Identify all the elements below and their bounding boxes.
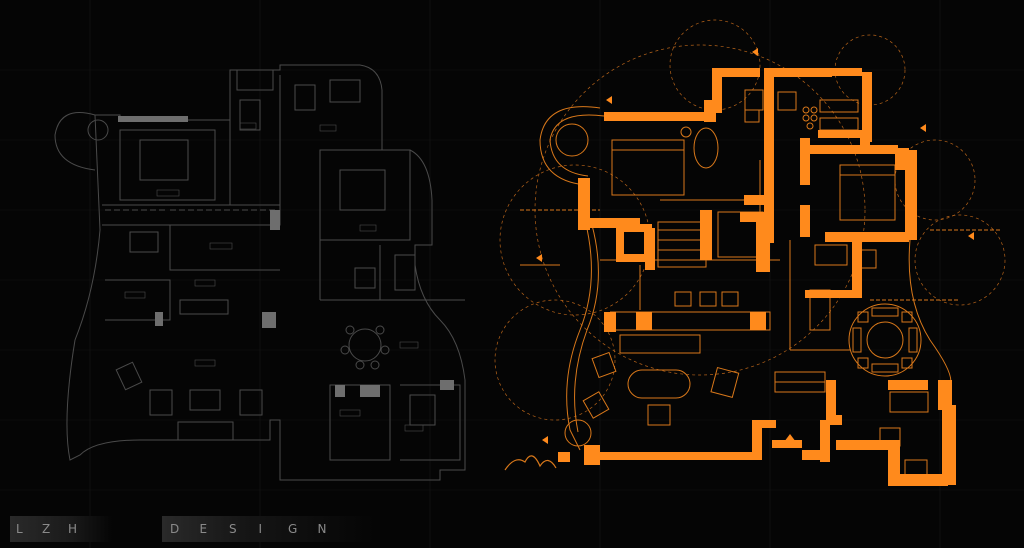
brand-letter: G xyxy=(288,522,298,536)
brand-letter: D xyxy=(170,522,180,536)
triangle-up-icon xyxy=(784,434,796,442)
orange-interior-lines xyxy=(520,89,1000,479)
orange-markers xyxy=(536,48,974,444)
grey-room-tags xyxy=(124,122,424,432)
brand-letter: H xyxy=(68,522,78,536)
grey-outer-wall xyxy=(66,64,466,481)
brand-letter: N xyxy=(317,522,327,536)
brand-wordmark-left: L Z H xyxy=(10,516,112,542)
entry-marker-base xyxy=(784,444,796,447)
brand-wordmark-right: D E S I G N xyxy=(162,516,374,542)
brand-letter: S xyxy=(229,522,237,536)
brand-letter: I xyxy=(258,522,263,536)
brand-letter: E xyxy=(199,522,208,536)
grey-floor-plan xyxy=(54,64,466,481)
orange-scribble xyxy=(504,455,557,471)
brand-letter: L xyxy=(16,522,23,536)
orange-solid-walls xyxy=(558,68,956,486)
grey-solid-walls xyxy=(118,116,454,397)
brand-letter: Z xyxy=(42,522,51,536)
